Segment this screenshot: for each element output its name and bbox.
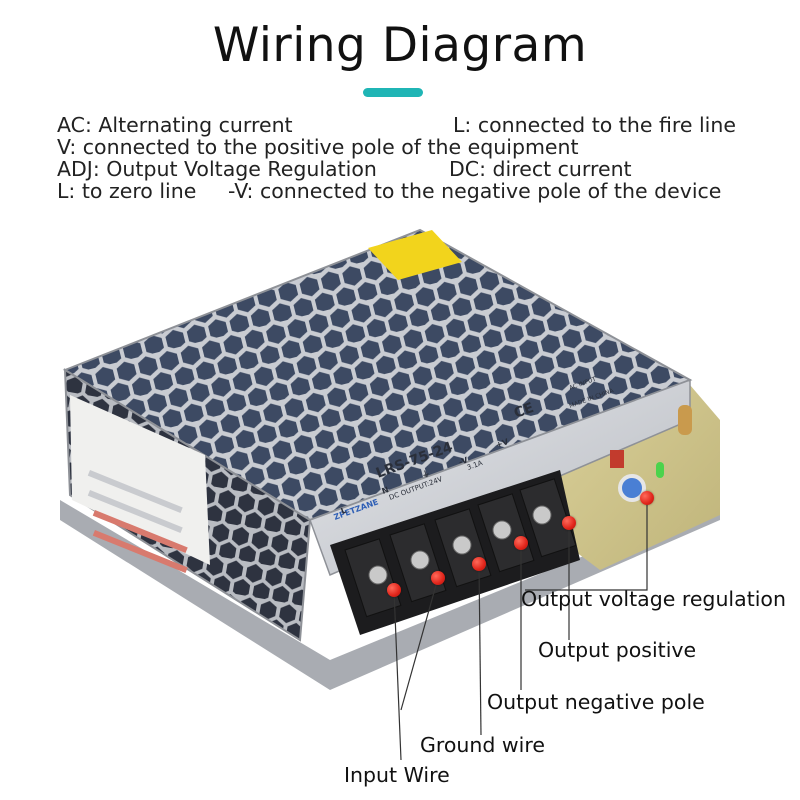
marker-regulation xyxy=(640,491,654,505)
legend-v-negative: -V: connected to the negative pole of th… xyxy=(228,179,722,203)
leader-input-wire-b xyxy=(400,577,439,711)
callout-output-negative-pole: Output negative pole xyxy=(487,690,705,714)
marker-input-l xyxy=(387,583,401,597)
terminal-label-l: L xyxy=(340,506,348,516)
legend-dc: DC: direct current xyxy=(449,157,632,181)
callout-output-voltage-regulation: Output voltage regulation xyxy=(521,587,786,611)
legend-adj: ADJ: Output Voltage Regulation xyxy=(57,157,377,181)
ce-mark: CE xyxy=(512,400,536,422)
callout-output-positive: Output positive xyxy=(538,638,697,662)
leader-regulation xyxy=(525,498,648,591)
indicator-led xyxy=(656,462,664,478)
marker-positive xyxy=(562,516,576,530)
legend-l-fire: L: connected to the fire line xyxy=(453,113,736,137)
potentiometer xyxy=(618,474,646,502)
callout-ground-wire: Ground wire xyxy=(420,733,545,757)
title-underline xyxy=(363,88,423,97)
side-label xyxy=(70,395,210,565)
marker-ground xyxy=(472,557,486,571)
legend-v-positive: V: connected to the positive pole of the… xyxy=(57,135,579,159)
base-plate xyxy=(60,500,720,690)
terminal-label-pos-v: +V xyxy=(495,437,511,450)
marker-input-n xyxy=(431,571,445,585)
terminal-label-neg-v: -V xyxy=(458,455,470,467)
marker-negative xyxy=(514,536,528,550)
leader-ground xyxy=(478,563,482,736)
warning-label xyxy=(368,230,462,280)
callout-input-wire: Input Wire xyxy=(344,763,450,787)
terminal-label-ground: ⏚ xyxy=(421,469,432,480)
legend-l-zero: L: to zero line xyxy=(57,179,197,203)
leader-input-wire xyxy=(393,589,402,761)
legend-ac: AC: Alternating current xyxy=(57,113,293,137)
terminal-label-n: N xyxy=(381,485,390,496)
page-title: Wiring Diagram xyxy=(212,18,588,73)
